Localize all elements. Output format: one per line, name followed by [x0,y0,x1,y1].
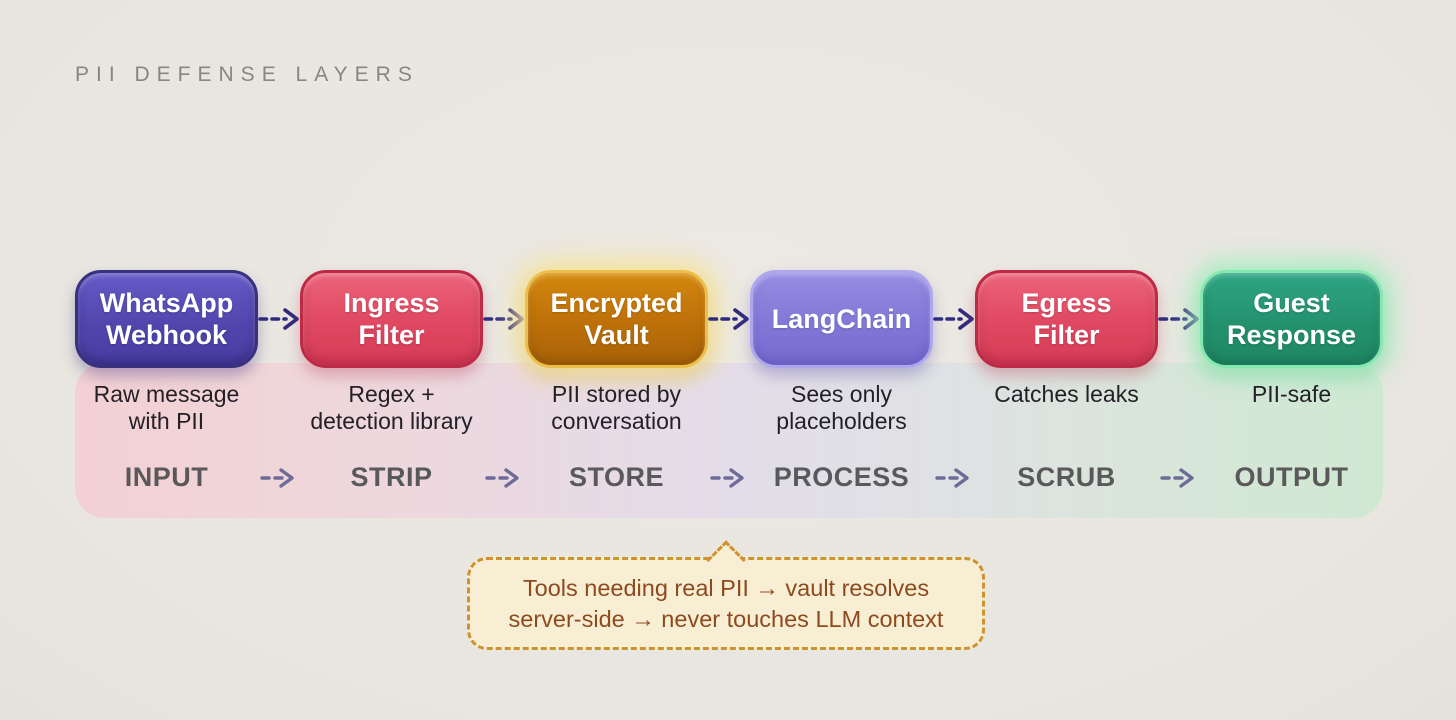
dashed-arrow-icon [935,467,969,488]
node-description: Raw message with PII [93,381,240,435]
node-label-line: Egress [1021,287,1112,318]
pipeline-node-guest-response: Guest Response PII-safe [1200,270,1383,408]
node-description: PII-safe [1251,381,1332,407]
dashed-arrow-icon [258,308,299,330]
stage-arrow [933,467,975,489]
stage-label-input: INPUT [124,462,209,492]
dashed-arrow-icon [483,308,524,330]
flow-arrow [708,270,750,368]
node-description: Regex + detection library [310,381,473,435]
node-label-line: Filter [358,320,425,350]
pipeline-node-egress-filter: Egress Filter Catches leaks [975,270,1158,408]
dashed-arrow-icon [1158,308,1199,330]
page-title: PII DEFENSE LAYERS [75,63,419,86]
dashed-arrow-icon [1160,467,1194,488]
vault-note-callout: Tools needing real PII → vault resolves … [467,540,985,650]
node-box-whatsapp-webhook: WhatsApp Webhook [75,270,258,368]
node-description: Sees only placeholders [776,381,907,435]
flow-arrow [483,270,525,368]
node-label-line: Webhook [106,320,227,350]
stage-arrow [708,467,750,489]
dashed-arrow-icon [260,467,294,488]
pipeline-node-whatsapp-webhook: WhatsApp Webhook Raw message with PII [75,270,258,435]
dashed-arrow-icon [710,467,744,488]
node-label-line: Ingress [343,287,440,318]
node-label-line: Vault [584,320,649,350]
flow-arrow [933,270,975,368]
node-label-line: Response [1226,320,1357,350]
pipeline-flow-row: WhatsApp Webhook Raw message with PII In… [75,270,1383,435]
pipeline-node-langchain: LangChain Sees only placeholders [750,270,933,435]
node-label-line: Guest [1253,287,1330,318]
node-label-line: WhatsApp [99,287,234,318]
stage-label-store: STORE [568,462,665,492]
stage-label-process: PROCESS [773,462,910,492]
pipeline-node-ingress-filter: Ingress Filter Regex + detection library [300,270,483,435]
pipeline-gradient-band [75,363,1383,518]
node-label-line: Filter [1033,320,1100,350]
stage-label-strip: STRIP [350,462,433,492]
stage-label-scrub: SCRUB [1017,462,1116,492]
dashed-arrow-icon [485,467,519,488]
flow-arrow [1158,270,1200,368]
pipeline-node-encrypted-vault: Encrypted Vault PII stored by conversati… [525,270,708,435]
flow-arrow [258,270,300,368]
node-label-line: LangChain [771,303,912,334]
dashed-arrow-icon [708,308,749,330]
node-description: PII stored by conversation [551,381,682,435]
node-box-guest-response: Guest Response [1200,270,1383,368]
stage-label-row: INPUT STRIP STORE PROCESS [75,462,1383,493]
node-box-langchain: LangChain [750,270,933,368]
node-label-line: Encrypted [550,287,683,318]
stage-arrow [483,467,525,489]
node-box-ingress-filter: Ingress Filter [300,270,483,368]
node-description: Catches leaks [994,381,1139,407]
node-box-egress-filter: Egress Filter [975,270,1158,368]
node-box-encrypted-vault: Encrypted Vault [525,270,708,368]
dashed-arrow-icon [933,308,974,330]
stage-arrow [258,467,300,489]
stage-arrow [1158,467,1200,489]
callout-text-line: server-side → never touches LLM context [508,605,944,632]
stage-label-output: OUTPUT [1234,462,1349,492]
